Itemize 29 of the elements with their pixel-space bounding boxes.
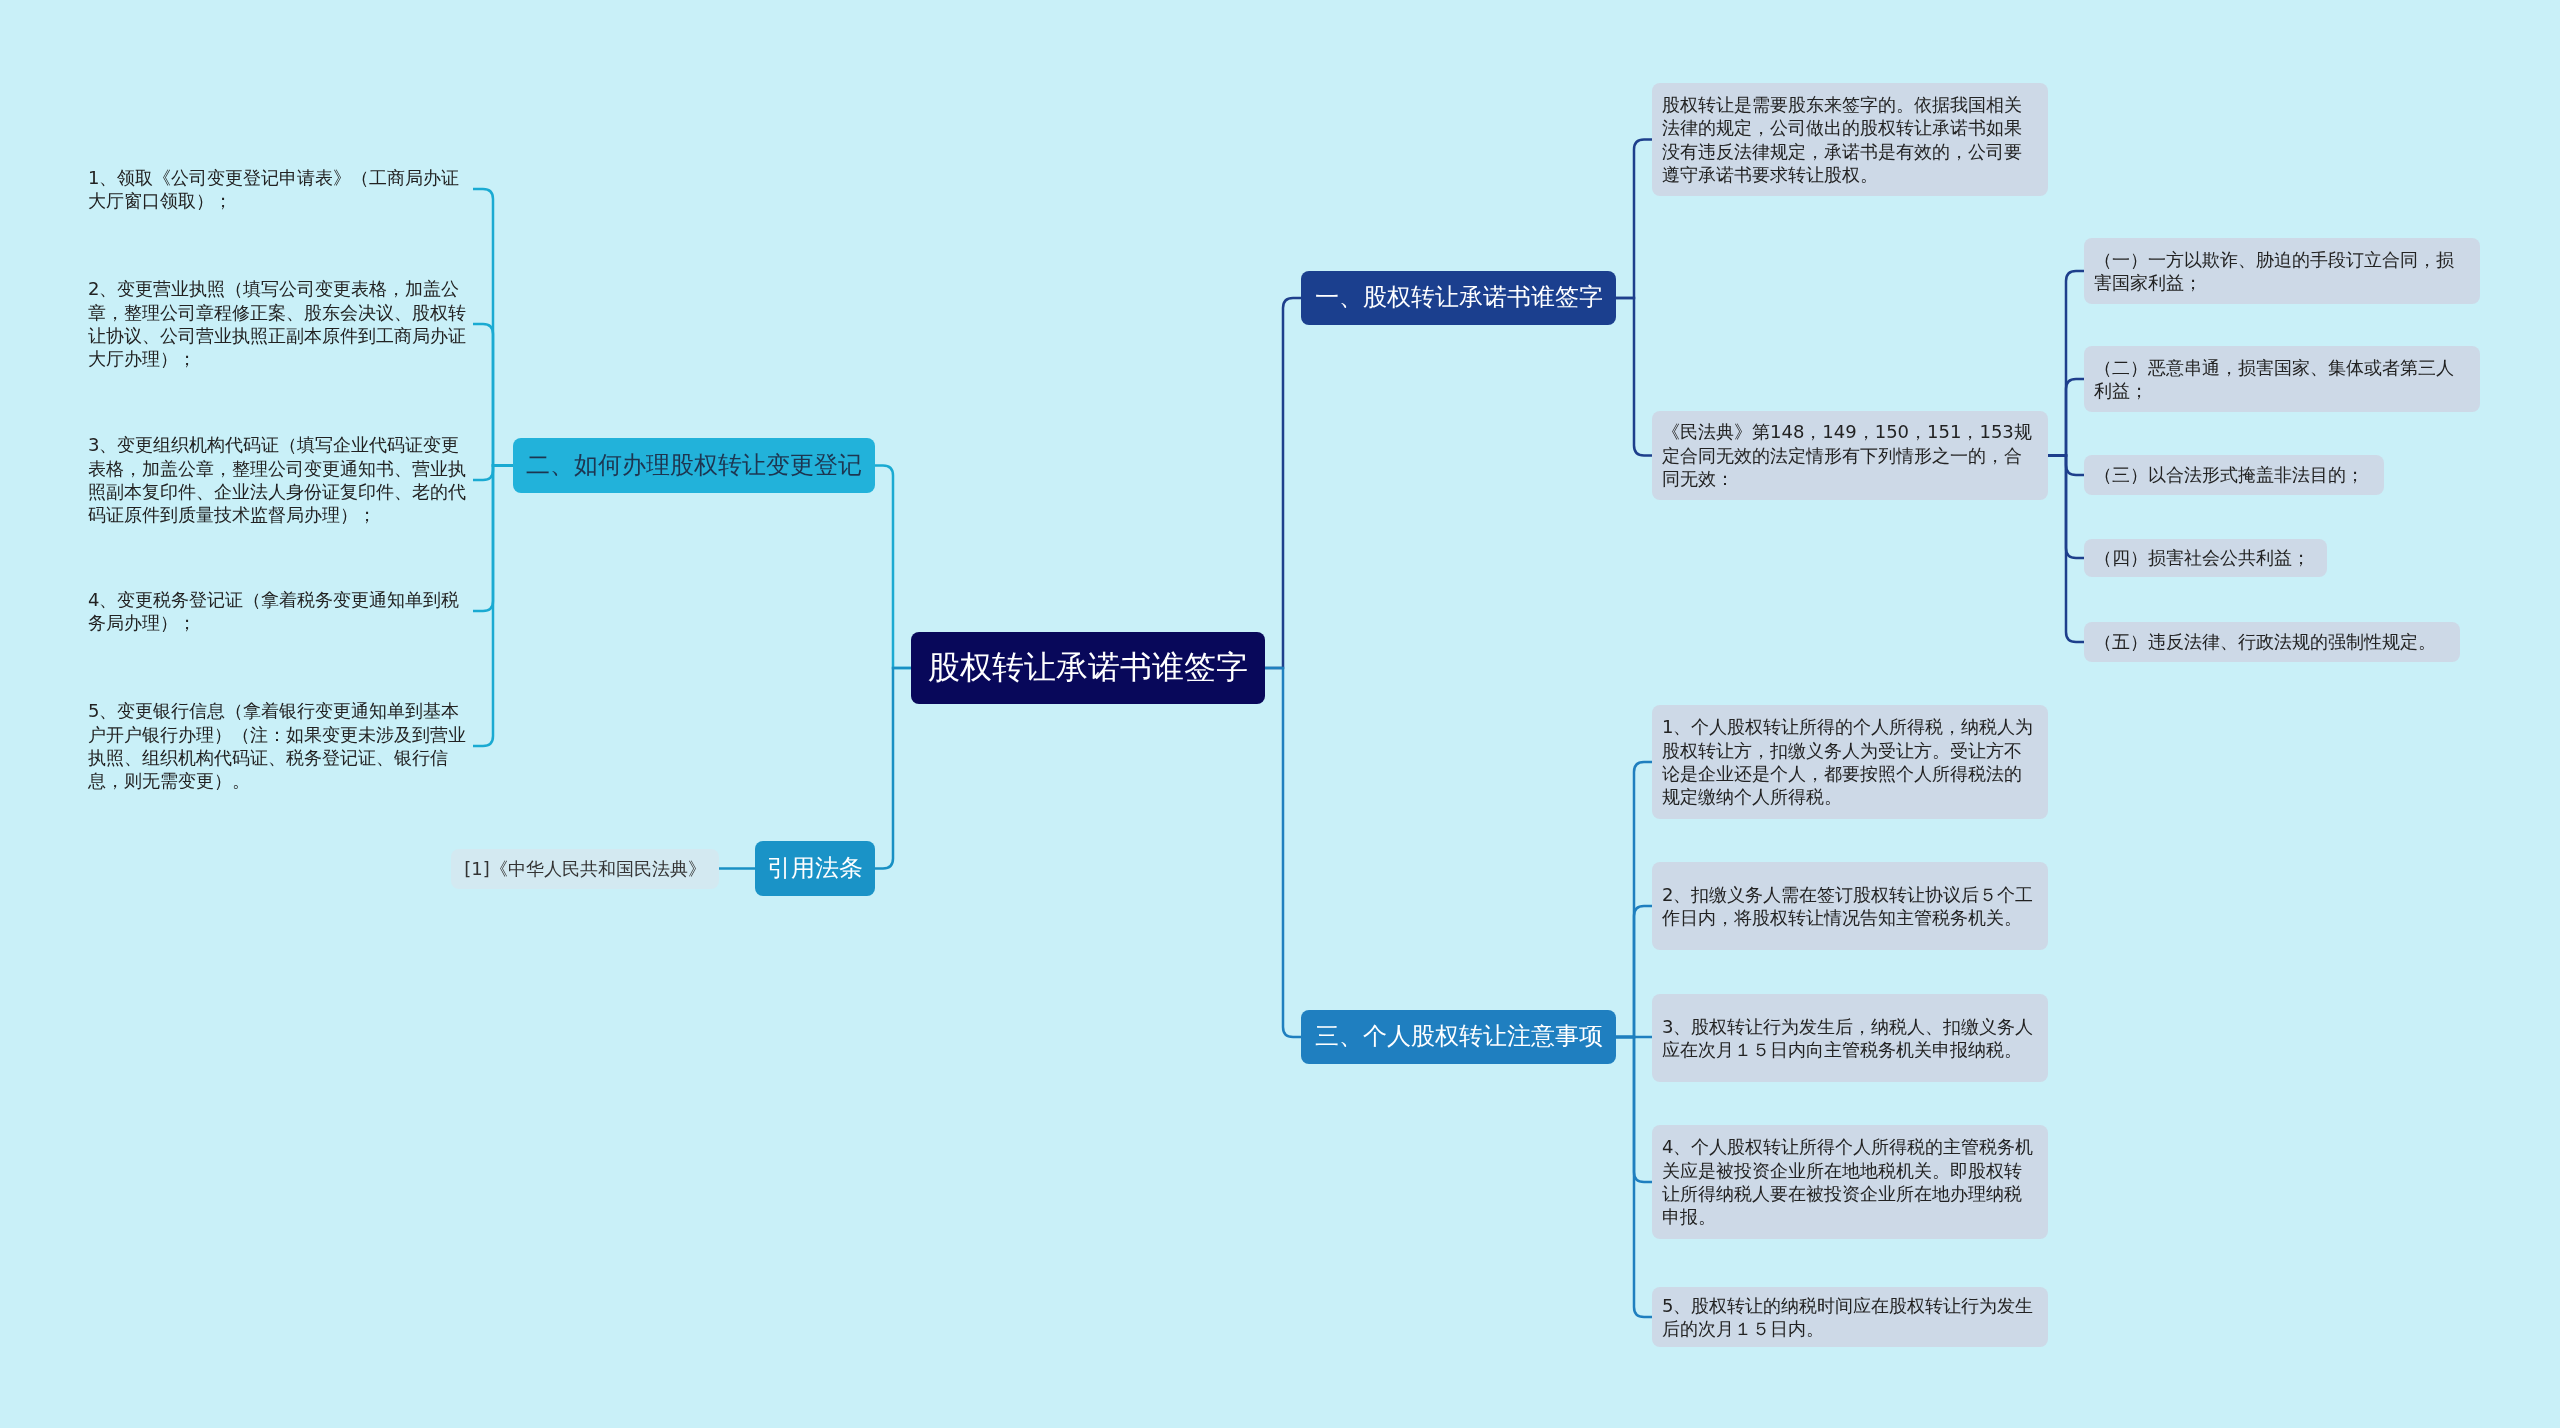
connector [1265, 666, 1301, 1039]
text-card: （四）损害社会公共利益； [2084, 539, 2327, 577]
branch-topic-box: 一、股权转让承诺书谁签字 [1301, 271, 1616, 325]
text-card: 3、股权转让行为发生后，纳税人、扣缴义务人应在次月１５日内向主管税务机关申报纳税。 [1652, 994, 2048, 1082]
list-item-text: 5、变更银行信息（拿着银行变更通知单到基本户开户银行办理）（注：如果变更未涉及到营业执照、组织机构代码证、税务登记证、银行信息，则无需变更）。 [88, 694, 473, 798]
branch-topic-box: 引用法条 [755, 841, 875, 896]
text-card: （三）以合法形式掩盖非法目的； [2084, 455, 2384, 495]
root-topic-box: 股权转让承诺书谁签字 [911, 632, 1265, 704]
text-card: 《民法典》第148，149，150，151，153规定合同无效的法定情形有下列情形之一的，合同无效： [1652, 411, 2048, 500]
text-card: 股权转让是需要股东来签字的。依据我国相关法律的规定，公司做出的股权转让承诺书如果没有违反法律规定，承诺书是有效的，公司要遵守承诺书要求转让股权。 [1652, 83, 2048, 196]
connector [2048, 454, 2084, 644]
text-card: 5、股权转让的纳税时间应在股权转让行为发生后的次月１５日内。 [1652, 1287, 2048, 1347]
text-card: （二）恶意串通，损害国家、集体或者第三人利益； [2084, 346, 2480, 412]
text-card: （五）违反法律、行政法规的强制性规定。 [2084, 622, 2460, 662]
text-card: 2、扣缴义务人需在签订股权转让协议后５个工作日内，将股权转让情况告知主管税务机关。 [1652, 862, 2048, 950]
list-item-text: 1、领取《公司变更登记申请表》（工商局办证大厅窗口领取）； [88, 163, 473, 215]
reference-card: [1]《中华人民共和国民法典》 [451, 849, 719, 889]
text-card: 1、个人股权转让所得的个人所得税，纳税人为股权转让方，扣缴义务人为受让方。受让方不论是企业还是个人，都要按照个人所得税法的规定缴纳个人所得税。 [1652, 705, 2048, 819]
branch-topic-box: 三、个人股权转让注意事项 [1301, 1010, 1616, 1064]
branch-topic-box: 二、如何办理股权转让变更登记 [513, 438, 875, 493]
text-card: 4、个人股权转让所得个人所得税的主管税务机关应是被投资企业所在地地税机关。即股权转让所得纳税人要在被投资企业所在地办理纳税申报。 [1652, 1125, 2048, 1239]
connector [1616, 1035, 1652, 1319]
list-item-text: 4、变更税务登记证（拿着税务变更通知单到税务局办理）； [88, 585, 473, 637]
connector [1616, 296, 1652, 457]
connector [875, 666, 911, 870]
list-item-text: 3、变更组织机构代码证（填写企业代码证变更表格，加盖公章，整理公司变更通知书、营业执照副本复印件、企业法人身份证复印件、老的代码证原件到质量技术监督局办理）； [88, 428, 473, 532]
list-item-text: 2、变更营业执照（填写公司变更表格，加盖公章，整理公司章程修正案、股东会决议、股权转让协议、公司营业执照正副本原件到工商局办证大厅办理）； [88, 272, 473, 376]
connector [719, 867, 755, 870]
text-card: （一）一方以欺诈、胁迫的手段订立合同，损害国家利益； [2084, 238, 2480, 304]
